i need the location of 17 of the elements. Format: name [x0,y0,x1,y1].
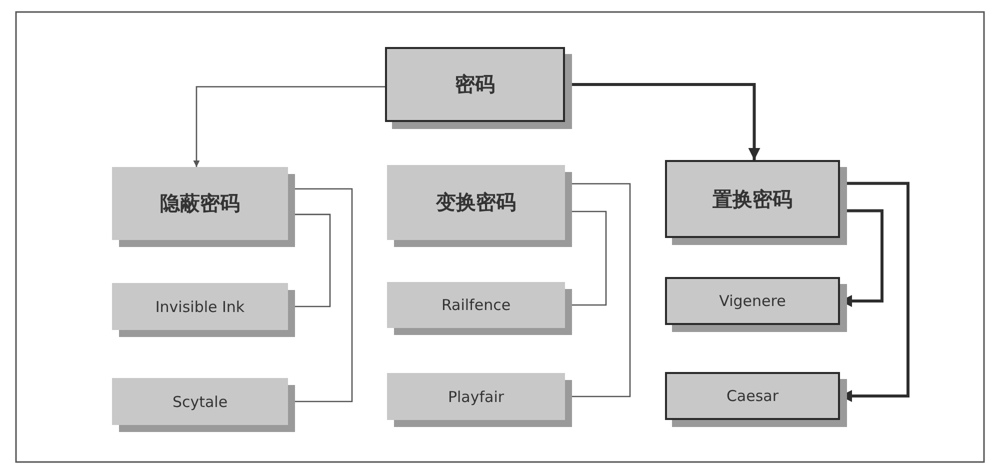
node-label: Playfair [448,388,504,406]
node-label: Caesar [726,387,779,405]
process-box [112,378,288,425]
arrow [193,86,385,167]
node-label: 隐蔽密码 [160,190,240,217]
process-box [387,165,565,240]
node-label: 变换密码 [436,189,516,216]
process-box [387,282,565,328]
node-label: 密码 [455,71,495,98]
process-box [387,373,565,420]
process-box [112,283,288,330]
process-box [112,167,288,240]
node-label: Railfence [441,296,511,314]
node-label: 置换密码 [712,186,792,212]
node-label: Invisible Ink [155,298,245,316]
node-label: Vigenere [719,292,786,310]
node-label: Scytale [172,392,228,410]
